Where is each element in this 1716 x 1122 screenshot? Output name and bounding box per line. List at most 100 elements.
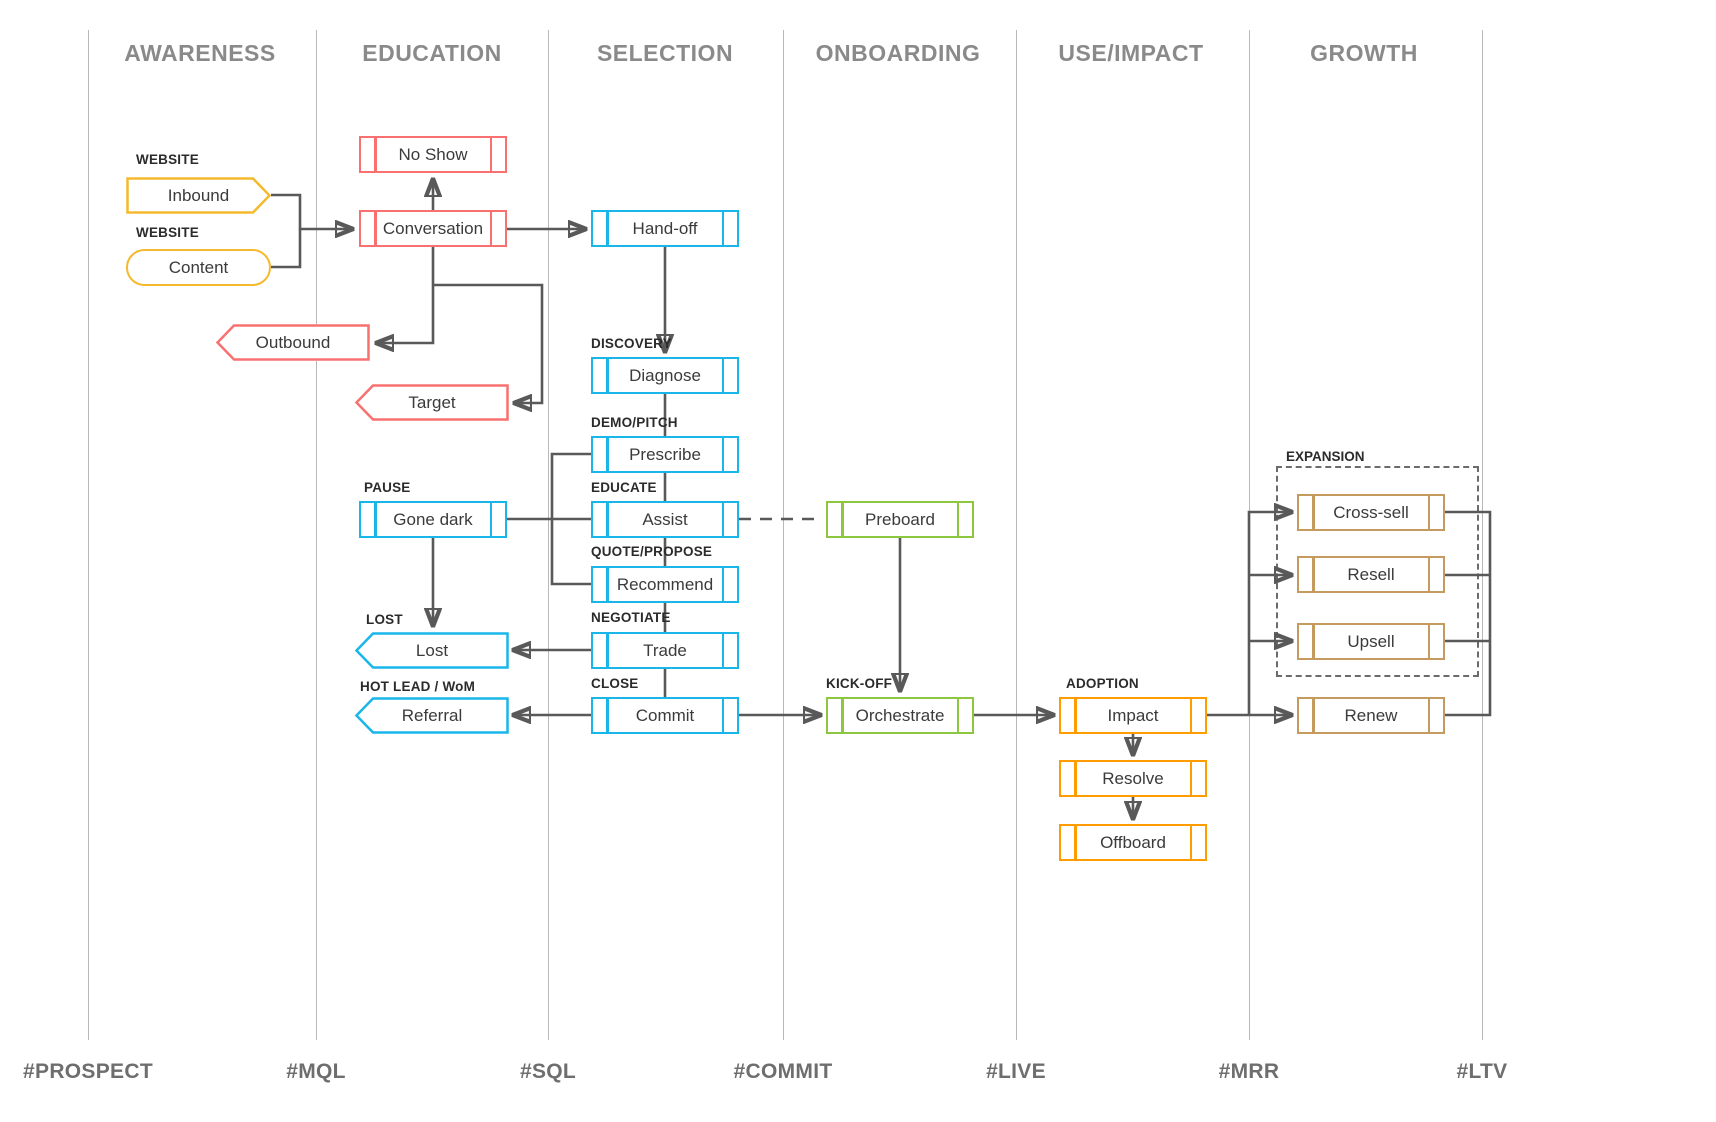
subprocess-bar-right xyxy=(489,138,492,171)
swimlane-divider-5 xyxy=(1249,30,1250,1040)
subprocess-bar-right xyxy=(489,212,492,245)
node-label: Commit xyxy=(635,706,695,725)
node-label: Conversation xyxy=(382,219,484,238)
subprocess-bar-right xyxy=(721,699,724,732)
node-label: Lost xyxy=(415,641,449,660)
subprocess-bar-right xyxy=(1189,699,1192,732)
subprocess-bar-left xyxy=(1074,826,1077,859)
kpi-label-mql: #MQL xyxy=(286,1060,346,1083)
node-content[interactable]: Content xyxy=(126,249,271,286)
subprocess-bar-left xyxy=(1312,699,1315,732)
subprocess-bar-left xyxy=(606,568,609,601)
node-diagnose[interactable]: Diagnose xyxy=(591,357,739,394)
node-prescribe[interactable]: Prescribe xyxy=(591,436,739,473)
subprocess-bar-left xyxy=(606,438,609,471)
node-cross-sell[interactable]: Cross-sell xyxy=(1297,494,1445,531)
kpi-label-mrr: #MRR xyxy=(1218,1060,1280,1083)
node-label: Preboard xyxy=(865,510,935,529)
node-upsell[interactable]: Upsell xyxy=(1297,623,1445,660)
node-label: No Show xyxy=(398,145,468,164)
subprocess-bar-left xyxy=(841,503,844,536)
swimlane-title-selection: SELECTION xyxy=(596,40,734,66)
subprocess-bar-right xyxy=(1189,826,1192,859)
node-offboard[interactable]: Offboard xyxy=(1059,824,1207,861)
node-conversation[interactable]: Conversation xyxy=(359,210,507,247)
chevron-outline xyxy=(354,697,509,734)
subprocess-bar-right xyxy=(721,503,724,536)
subprocess-bar-right xyxy=(721,212,724,245)
tag-recommend: QUOTE/PROPOSE xyxy=(591,544,713,559)
node-label: Assist xyxy=(642,510,688,529)
node-assist[interactable]: Assist xyxy=(591,501,739,538)
subprocess-bar-right xyxy=(1427,699,1430,732)
subprocess-bar-right xyxy=(721,359,724,392)
subprocess-bar-left xyxy=(606,699,609,732)
node-label: Impact xyxy=(1107,706,1159,725)
node-outbound[interactable]: Outbound xyxy=(215,324,370,361)
subprocess-bar-right xyxy=(1427,496,1430,529)
node-preboard[interactable]: Preboard xyxy=(826,501,974,538)
subprocess-bar-right xyxy=(1427,625,1430,658)
tag-impact: ADOPTION xyxy=(1066,676,1139,691)
node-inbound[interactable]: Inbound xyxy=(126,177,272,214)
kpi-label-prospect: #PROSPECT xyxy=(23,1060,153,1083)
node-label: Renew xyxy=(1344,706,1398,725)
kpi-label-commit: #COMMIT xyxy=(733,1060,833,1083)
tag-content: WEBSITE xyxy=(136,225,199,240)
group-label-expansion: EXPANSION xyxy=(1286,449,1365,464)
node-label: Prescribe xyxy=(629,445,701,464)
subprocess-bar-left xyxy=(606,212,609,245)
tag-gone-dark: PAUSE xyxy=(364,480,411,495)
tag-orchestrate: KICK-OFF xyxy=(826,676,893,691)
subprocess-bar-right xyxy=(721,634,724,667)
node-gone-dark[interactable]: Gone dark xyxy=(359,501,507,538)
node-recommend[interactable]: Recommend xyxy=(591,566,739,603)
node-resolve[interactable]: Resolve xyxy=(1059,760,1207,797)
connector-gone-dark-rail-to-prescribe xyxy=(550,452,591,519)
node-referral[interactable]: Referral xyxy=(354,697,509,734)
swimlane-title-growth: GROWTH xyxy=(1310,40,1418,66)
subprocess-bar-left xyxy=(606,359,609,392)
node-no-show[interactable]: No Show xyxy=(359,136,507,173)
node-lost[interactable]: Lost xyxy=(354,632,509,669)
chevron-outline xyxy=(215,324,370,361)
swimlane-title-awareness: AWARENESS xyxy=(124,40,276,66)
subprocess-bar-right xyxy=(721,568,724,601)
swimlane-divider-0 xyxy=(88,30,89,1040)
node-commit[interactable]: Commit xyxy=(591,697,739,734)
swimlane-divider-3 xyxy=(783,30,784,1040)
node-label: Resolve xyxy=(1102,769,1164,788)
chevron-outline xyxy=(354,632,509,669)
node-label: Gone dark xyxy=(393,510,473,529)
swimlane-divider-2 xyxy=(548,30,549,1040)
subprocess-bar-left xyxy=(1312,625,1315,658)
subprocess-bar-left xyxy=(841,699,844,732)
chevron-outline xyxy=(354,384,509,421)
node-trade[interactable]: Trade xyxy=(591,632,739,669)
node-orchestrate[interactable]: Orchestrate xyxy=(826,697,974,734)
node-label: Diagnose xyxy=(629,366,701,385)
node-label: Resell xyxy=(1347,565,1395,584)
connector-inbound-to-conversation xyxy=(271,193,352,229)
connector-conversation-to-outbound xyxy=(377,247,435,343)
tag-assist: EDUCATE xyxy=(591,480,657,495)
swimlane-divider-1 xyxy=(316,30,317,1040)
tag-prescribe: DEMO/PITCH xyxy=(591,415,678,430)
node-label: Orchestrate xyxy=(855,706,945,725)
node-renew[interactable]: Renew xyxy=(1297,697,1445,734)
subprocess-bar-right xyxy=(956,503,959,536)
swimlane-title-education: EDUCATION xyxy=(362,40,502,66)
node-impact[interactable]: Impact xyxy=(1059,697,1207,734)
node-label: Cross-sell xyxy=(1333,503,1409,522)
tag-trade: NEGOTIATE xyxy=(591,610,671,625)
node-label: Target xyxy=(408,393,456,412)
subprocess-bar-right xyxy=(1189,762,1192,795)
subprocess-bar-right xyxy=(1427,558,1430,591)
kpi-label-sql: #SQL xyxy=(519,1060,577,1083)
node-target[interactable]: Target xyxy=(354,384,509,421)
node-hand-off[interactable]: Hand-off xyxy=(591,210,739,247)
node-resell[interactable]: Resell xyxy=(1297,556,1445,593)
kpi-label-ltv: #LTV xyxy=(1456,1060,1508,1083)
tag-diagnose: DISCOVERY xyxy=(591,336,672,351)
connector-content-to-conversation xyxy=(271,229,302,269)
